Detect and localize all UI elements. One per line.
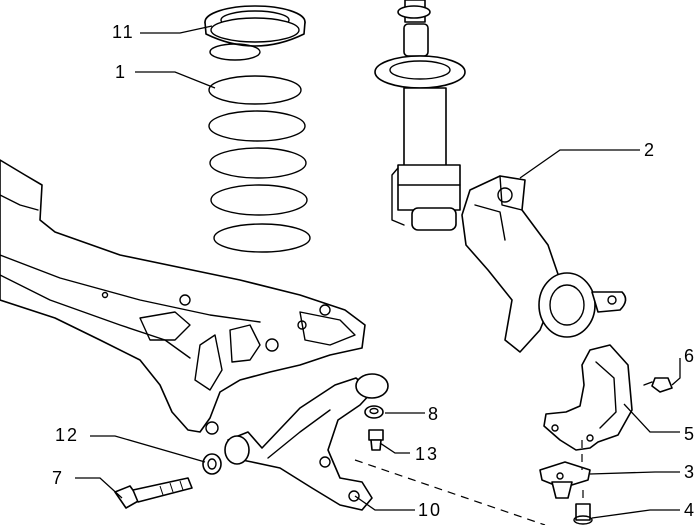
callout-8: 8 bbox=[428, 404, 440, 424]
coil-spring bbox=[208, 43, 311, 253]
callout-2: 2 bbox=[644, 140, 656, 160]
spring-seat bbox=[204, 5, 306, 47]
callout-5: 5 bbox=[684, 424, 696, 444]
steering-knuckle bbox=[461, 175, 627, 353]
callout-3: 3 bbox=[684, 462, 696, 482]
callout-11: 11 bbox=[112, 22, 135, 42]
leader-12 bbox=[90, 435, 206, 463]
ball-joint-3 bbox=[539, 461, 591, 499]
callout-7: 7 bbox=[52, 468, 64, 488]
leader-13 bbox=[379, 442, 410, 454]
leader-1 bbox=[135, 71, 216, 89]
leader-11 bbox=[140, 25, 213, 34]
washer-12 bbox=[202, 453, 222, 475]
callout-1: 1 bbox=[115, 62, 127, 82]
screw-6 bbox=[643, 377, 673, 393]
leader-10 bbox=[354, 495, 415, 511]
bolt-13 bbox=[368, 429, 384, 451]
long-bolt-7 bbox=[114, 477, 193, 509]
subframe bbox=[0, 159, 366, 435]
leader-5 bbox=[623, 403, 680, 433]
leader-4 bbox=[591, 509, 680, 519]
callout-6: 6 bbox=[684, 346, 696, 366]
heat-shield-5 bbox=[543, 344, 633, 451]
assembly-line-arm-to-balljoint bbox=[354, 459, 546, 525]
callout-4: 4 bbox=[684, 500, 696, 520]
callout-13: 13 bbox=[415, 444, 439, 464]
bolt-4 bbox=[573, 503, 593, 525]
washer-8 bbox=[364, 405, 384, 419]
leader-6 bbox=[671, 358, 681, 386]
lower-control-arm bbox=[224, 373, 389, 511]
shock-absorber bbox=[374, 0, 466, 231]
leader-3 bbox=[589, 471, 680, 475]
leader-7 bbox=[75, 477, 123, 499]
leader-2 bbox=[519, 149, 640, 179]
callout-12: 12 bbox=[55, 425, 79, 445]
callout-10: 10 bbox=[418, 500, 442, 520]
